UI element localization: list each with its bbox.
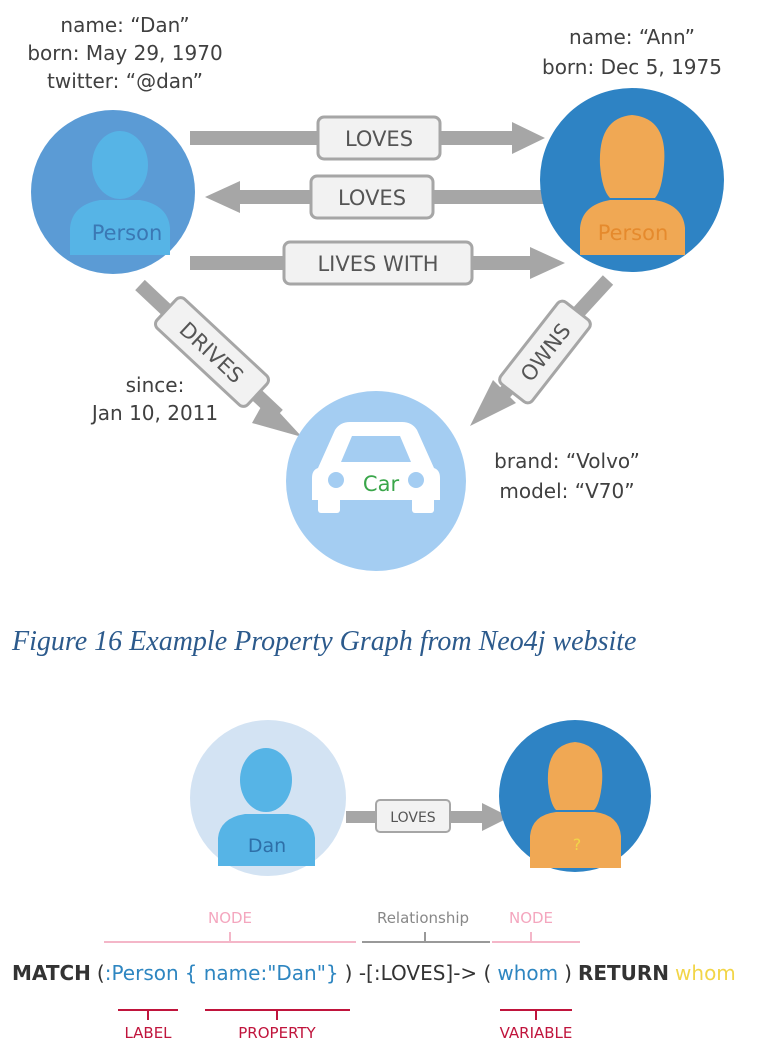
person-icon [70,131,170,255]
bracket-relationship-label: Relationship [377,909,469,927]
query-return-variable: whom [675,961,736,985]
query-variable: whom [497,961,558,985]
query-node-dan: Dan [190,720,346,876]
node-car-label: Car [363,472,400,496]
person-icon [530,742,621,868]
bracket-node-1-label: NODE [208,909,252,927]
bracket-property [205,1009,350,1020]
query-match-keyword: MATCH [12,961,91,985]
query-relationship: ) -[:LOVES]-> ( [345,961,492,985]
property-tag: PROPERTY [238,1024,316,1042]
bracket-variable [500,1009,572,1020]
edge-owns: OWNS [470,275,614,426]
figure-caption: Figure 16 Example Property Graph from Ne… [11,626,636,657]
query-close-paren: ) [564,961,572,985]
person-icon [218,748,315,866]
query-open-paren: ( [97,961,105,985]
dan-prop-twitter: twitter: “@dan” [47,69,203,93]
query-line: MATCH(:Person{ name:"Dan"}) -[:LOVES]-> … [12,961,736,985]
query-node-whom-label: ? [573,835,582,854]
car-prop-model: model: “V70” [499,479,634,503]
edge-lives-with-label: LIVES WITH [317,252,438,276]
query-node-whom: ? [499,720,651,872]
query-label: :Person [105,961,179,985]
node-dan: Person [31,110,195,274]
node-ann-label: Person [598,221,669,245]
node-dan-label: Person [92,221,163,245]
bracket-node-1 [104,932,356,943]
edge-loves-1-label: LOVES [345,127,413,151]
drives-prop-since: since: [126,373,185,397]
variable-tag: VARIABLE [500,1024,573,1042]
drives-prop-date: Jan 10, 2011 [90,401,218,425]
bracket-relationship [362,932,490,943]
edge-lives-with: LIVES WITH [190,240,565,286]
bracket-node-2-label: NODE [509,909,553,927]
label-tag: LABEL [124,1024,172,1042]
node-ann: Person [540,88,724,272]
bracket-node-2 [492,932,580,943]
query-return-keyword: RETURN [578,961,669,985]
query-edge-loves-label: LOVES [390,810,435,826]
dan-prop-name: name: “Dan” [60,13,189,37]
node-car: Car [286,391,466,571]
bracket-label [118,1009,178,1020]
edge-loves-2-label: LOVES [338,186,406,210]
person-icon [580,115,685,255]
ann-prop-born: born: Dec 5, 1975 [542,55,722,79]
car-icon [312,422,440,513]
query-property: { name:"Dan"} [185,961,339,985]
edge-loves-1: LOVES [190,115,545,161]
dan-prop-born: born: May 29, 1970 [27,41,222,65]
edge-loves-2: LOVES [205,174,570,220]
car-prop-brand: brand: “Volvo” [494,449,640,473]
edge-drives: DRIVES [135,279,302,437]
ann-prop-name: name: “Ann” [569,25,695,49]
query-node-dan-label: Dan [248,835,286,857]
query-edge-loves: LOVES [346,799,510,833]
